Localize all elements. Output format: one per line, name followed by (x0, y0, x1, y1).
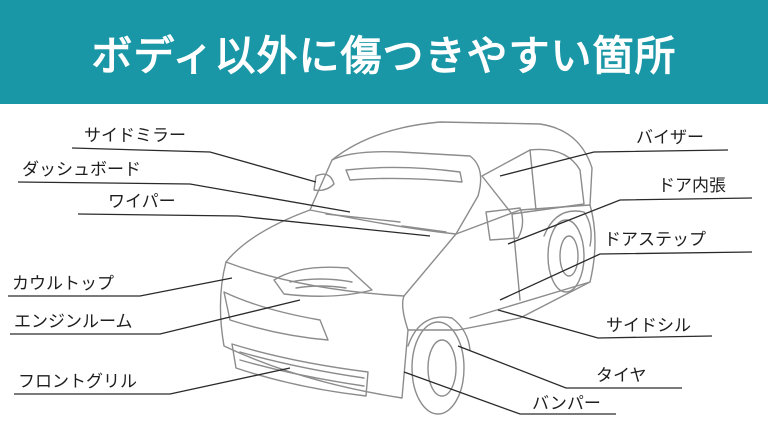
label-tire: タイヤ (596, 366, 647, 386)
grille-slat-1 (239, 351, 365, 379)
leader-side-mirror (71, 147, 317, 183)
leader-bumper (403, 371, 616, 415)
engine-block (273, 266, 373, 297)
door-line (511, 213, 521, 301)
leader-cowl-top (8, 277, 233, 297)
grille-slat-2 (239, 359, 365, 387)
car-illustration (8, 121, 753, 415)
side-body (407, 204, 596, 331)
label-visor: バイザー (636, 128, 704, 148)
leader-side-sill (497, 309, 713, 339)
headlight (223, 291, 329, 341)
windshield (309, 151, 482, 235)
leader-visor (499, 149, 729, 177)
leader-dashboard (17, 181, 351, 213)
label-side-mirror: サイドミラー (84, 126, 186, 146)
right-mirror-shape (485, 207, 524, 241)
label-engine-room: エンジンルーム (14, 312, 133, 332)
label-bumper: バンパー (532, 394, 601, 414)
label-door-trim: ドア内張 (658, 176, 726, 196)
leader-door-trim (507, 197, 753, 245)
label-front-grille: フロントグリル (18, 372, 137, 392)
dashboard-shape (345, 166, 463, 183)
leader-wiper (77, 213, 431, 237)
wiper-blade (325, 213, 447, 233)
label-wiper: ワイパー (108, 192, 176, 212)
leader-tire (457, 345, 682, 389)
label-door-step: ドアステップ (604, 230, 706, 250)
hood (225, 209, 457, 297)
side-windows (481, 148, 585, 215)
leader-front-grille (14, 367, 291, 395)
car-body (219, 121, 596, 415)
leader-door-step (499, 251, 753, 301)
leader-engine-room (10, 299, 301, 335)
sill-line (469, 281, 591, 319)
page-title: ボディ以外に傷つきやすい箇所 (91, 32, 677, 80)
roof-outline (331, 121, 593, 206)
engine-detail (289, 278, 353, 289)
title-banner: ボディ以外に傷つきやすい箇所 (0, 0, 768, 104)
front-tire (411, 321, 465, 415)
side-mirror-shape (313, 173, 335, 192)
rear-tire (547, 219, 585, 293)
grille (231, 343, 369, 397)
label-dashboard: ダッシュボード (22, 160, 141, 180)
label-side-sill: サイドシル (606, 316, 691, 336)
leader-lines (8, 147, 753, 415)
window-pillar (529, 149, 537, 211)
rear-wheel-arch (543, 210, 592, 247)
label-cowl-top: カウルトップ (12, 274, 114, 294)
front-wheel-arch (407, 316, 471, 351)
rear-rim (559, 235, 579, 277)
front-rim (427, 339, 457, 397)
